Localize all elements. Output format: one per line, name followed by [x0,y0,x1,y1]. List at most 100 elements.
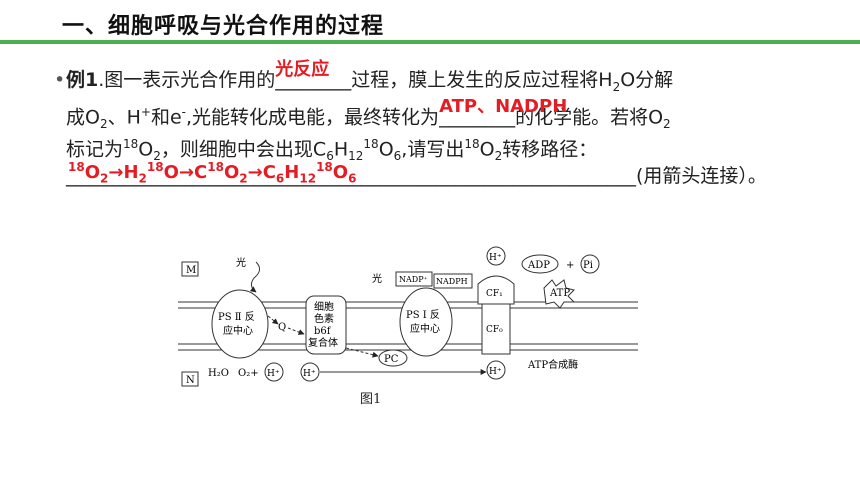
text-segment: C [262,162,276,183]
subscript: 6 [348,171,357,186]
answer-blank-2: ________ATP、NADPH [439,96,567,133]
atp-synthase-label: ATP合成酶 [527,358,578,371]
subscript: 2 [99,117,108,132]
answer-blank-1: ________光反应 [275,59,352,96]
light-arrow-1 [249,261,260,293]
pi-circle [580,254,600,274]
text-segment: O [223,162,240,183]
text-segment: O分解 [620,69,674,91]
question-line-1: • 例1.图一表示光合作用的________光反应过程，膜上发生的反应过程将H2… [48,59,848,96]
subscript: 2 [138,171,147,186]
blank-line: ________________________________________… [66,165,636,187]
psi-label: PS Ⅰ 反 [406,309,440,321]
answer-blank-3: ________________________________________… [66,160,636,192]
subscript: 2 [494,149,503,164]
text-segment: ，则细胞中会出现C [160,138,327,161]
text-segment: 转移路径： [502,138,598,161]
arrow: → [178,162,195,183]
answer-1: 光反应 [275,59,330,80]
m-label: M [186,265,196,276]
section-heading: 一、细胞呼吸与光合作用的过程 [62,14,385,39]
psii-complex [211,289,269,359]
cf1-unit [477,275,515,305]
subscript: 2 [663,117,671,132]
question-line-3: 标记为18O2，则细胞中会出现C6H1218O6,请写出18O2转移路径： [48,128,848,164]
arrow: → [247,162,263,183]
adp-bubble [521,254,559,274]
cf0-unit [481,303,511,355]
superscript: 18 [68,160,85,174]
text-segment: O [479,138,495,161]
light-label-2: 光 [372,272,382,285]
question-line-2: 成O2、H+和e-,光能转化成电能，最终转化为________ATP、NADPH… [48,96,848,132]
question-block: • 例1.图一表示光合作用的________光反应过程，膜上发生的反应过程将H2… [48,59,848,192]
h2o-label: H₂O [208,368,229,379]
superscript: + [140,105,151,119]
psii-label-2: 应中心 [223,324,253,337]
answer-2: ATP、NADPH [439,96,568,118]
text-segment: 的化学能。若将O [515,106,664,129]
text-segment: ,请写出 [401,138,465,161]
text-segment: ,光能转化成电能，最终转化为 [186,106,440,129]
text-segment: C [194,162,208,183]
superscript: 18 [464,137,480,151]
text-segment: 过程，膜上发生的反应过程将H [351,69,613,91]
pi-label: Pi [583,260,593,271]
text-segment: H [123,162,139,183]
hplus-circle [264,362,284,382]
hplus-circle-bottom [486,360,506,380]
psi-complex [399,287,453,357]
plus-label: + [566,260,574,271]
hplus-circle [300,362,320,382]
superscript: - [181,105,187,119]
text-segment: H [284,162,300,183]
text-segment: 、H [107,106,141,129]
q-label: Q [278,322,286,333]
cf1-label: CF₁ [486,289,503,299]
photosynthesis-diagram: M N 光 PS Ⅱ 反 应中心 Q 细胞 色素 b6f 复合体 PC 光 PS… [178,246,638,387]
text-segment: O [163,162,179,183]
nadph-label: NADPH [436,277,468,286]
text-segment: O [332,162,349,183]
text-segment: O [84,162,101,183]
answer-3: 18O2→H218O→C18O2→C6H1218O6 [68,151,356,195]
nadp-box [395,271,433,287]
text-segment: .图一表示光合作用的 [98,69,276,91]
superscript: 18 [123,137,139,151]
text-segment: 标记为 [66,138,124,161]
cyt-label-4: 复合体 [308,336,338,349]
hplus-circle-top [486,246,506,266]
subscript: 12 [299,171,317,186]
text-segment: 和e [150,106,182,129]
figure-caption: 图1 [360,392,382,407]
light-label-1: 光 [236,256,246,269]
heading-underline [0,40,860,44]
subscript: 6 [326,149,334,164]
hplus-label: H⁺ [267,369,280,379]
hplus-label: H⁺ [303,369,316,379]
question-line-4: ________________________________________… [48,160,848,192]
subscript: 12 [348,149,364,164]
blank-line: ________ [439,106,516,129]
n-box [181,371,199,387]
text-segment: O [378,138,394,161]
subscript: 2 [100,171,109,186]
example-label: 例1 [66,69,99,91]
nadph-box [433,273,473,289]
nadp-label: NADP⁺ [399,275,428,284]
superscript: 18 [146,160,164,174]
arrow: → [108,162,124,183]
blank-line: ________ [275,69,352,91]
subscript: 2 [153,149,161,164]
hplus-label: H⁺ [489,367,502,377]
psii-label: PS Ⅱ 反 [218,311,255,323]
cyt-label-1: 细胞 [314,300,334,313]
pc-label: PC [384,354,399,365]
text-segment: H [333,138,349,161]
psi-label-2: 应中心 [410,322,440,335]
cytochrome-complex [305,295,347,355]
atp-burst [543,279,576,309]
electron-arrow [287,327,305,335]
superscript: 18 [363,137,379,151]
electron-arrow [345,347,379,358]
